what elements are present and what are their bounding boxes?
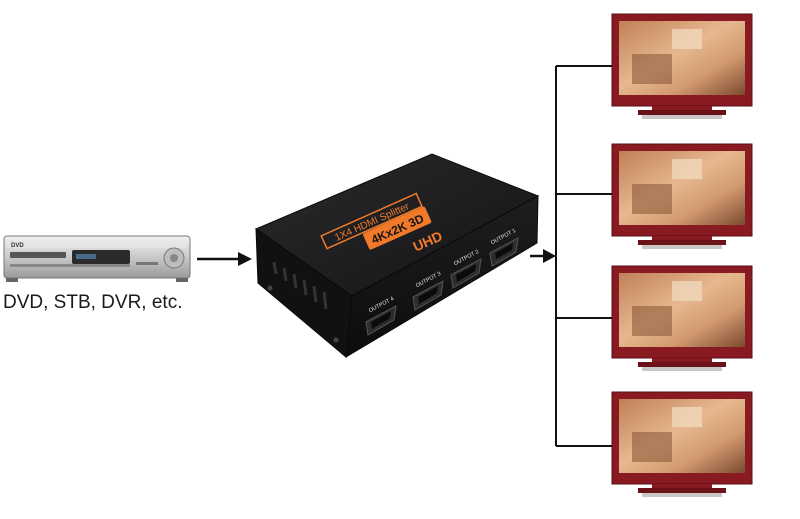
distribution-lines [555,65,612,447]
output-arrow [530,249,556,263]
display-tv-1 [611,13,753,119]
input-arrow [197,252,252,266]
hdmi-splitter: 1X4 HDMI Splitter 4Kx2K 3D UHD OUTPOT 4 … [254,153,540,358]
display-tv-3 [611,265,753,371]
source-caption: DVD, STB, DVR, etc. [3,292,183,313]
source-brand-label: DVD [11,243,24,249]
display-tv-4 [611,391,753,497]
source-device: DVD [3,235,191,282]
vent-slots [272,261,328,310]
display-tv-2 [611,143,753,249]
